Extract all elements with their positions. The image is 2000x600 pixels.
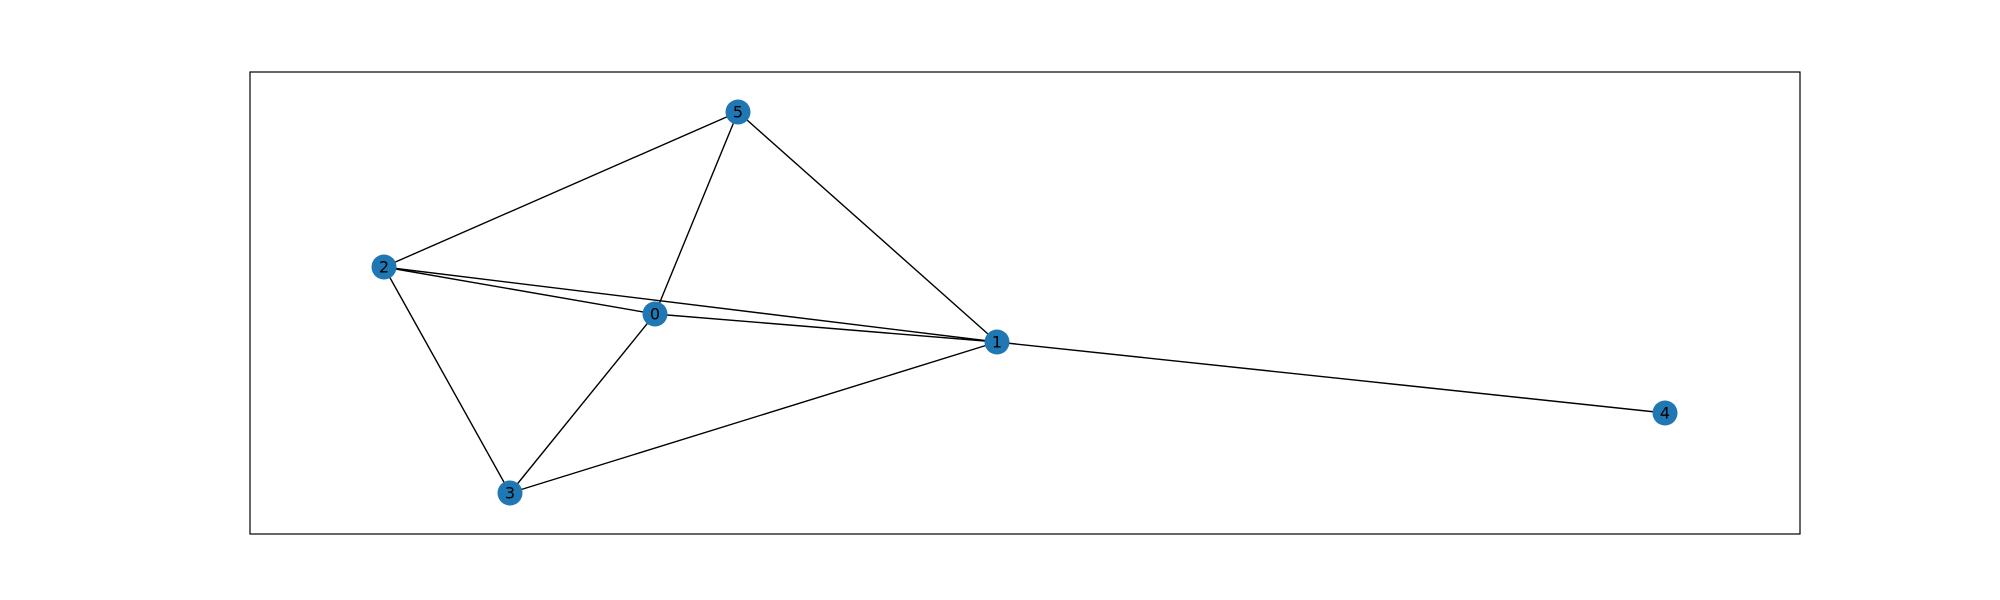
node-circle-4 [1652,400,1678,426]
node-3: 3 [497,480,523,506]
node-2: 2 [371,254,397,280]
node-1: 1 [984,329,1010,355]
edge-1-5 [737,111,998,343]
edge-0-3 [509,313,656,494]
node-label-0: 0 [650,305,660,324]
nodes-layer: 0 1 2 3 4 5 [371,99,1678,506]
node-0: 0 [642,301,668,327]
node-label-3: 3 [505,484,515,503]
edge-1-3 [509,341,998,494]
edge-2-3 [383,266,511,494]
edge-0-2 [383,266,656,315]
node-label-1: 1 [992,333,1002,352]
edge-1-2 [383,266,998,343]
node-label-5: 5 [733,103,743,122]
node-label-2: 2 [379,258,389,277]
edge-1-4 [996,341,1666,414]
edge-0-1 [654,313,998,343]
node-circle-0 [642,301,668,327]
node-4: 4 [1652,400,1678,426]
edge-0-5 [654,111,739,315]
node-circle-3 [497,480,523,506]
edge-2-5 [383,111,739,268]
node-circle-2 [371,254,397,280]
node-circle-5 [725,99,751,125]
edges-layer [383,111,1666,494]
node-label-4: 4 [1660,404,1670,423]
node-5: 5 [725,99,751,125]
node-circle-1 [984,329,1010,355]
plot-frame [249,71,1801,535]
